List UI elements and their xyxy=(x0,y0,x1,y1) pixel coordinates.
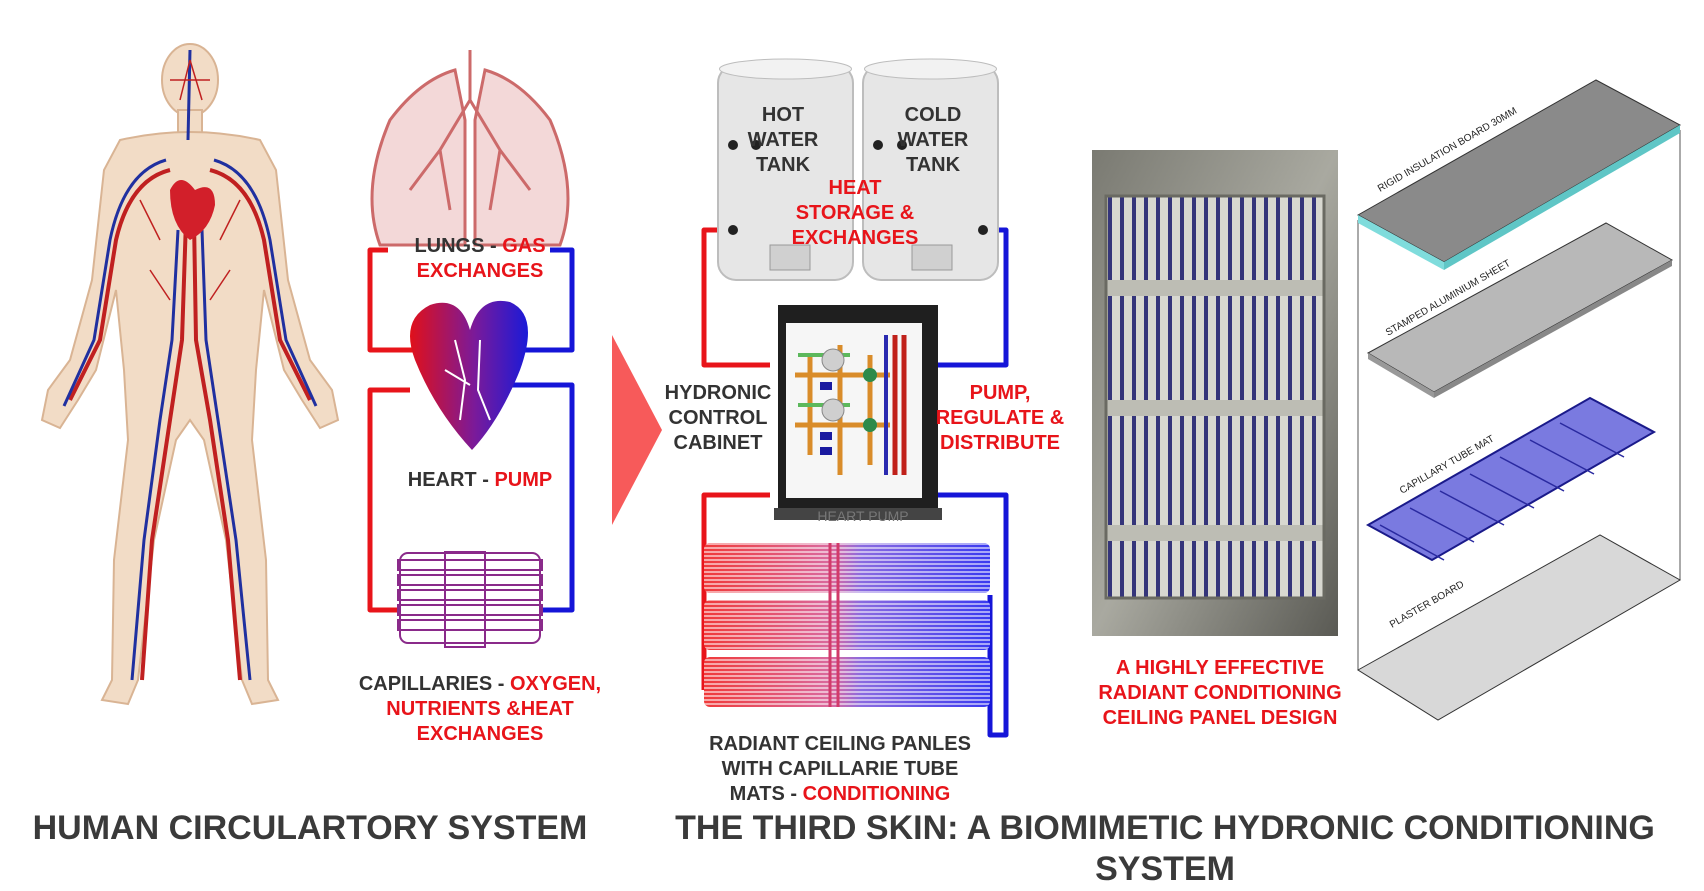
pump-line1: PUMP, xyxy=(969,382,1031,404)
transition-arrow xyxy=(612,335,662,525)
human-body-illustration xyxy=(40,43,340,706)
capillaries-label-prefix: CAPILLARIES - xyxy=(358,673,510,695)
human-system-title: HUMAN CIRCULARTORY SYSTEM xyxy=(32,809,588,847)
panel-caption-line3: CEILING PANEL DESIGN xyxy=(1102,707,1338,729)
heart-label-red: PUMP xyxy=(494,469,553,491)
panels-line2: WITH CAPILLARIE TUBE xyxy=(721,758,959,780)
heat-storage-line1: HEAT xyxy=(828,177,882,199)
cabinet-line1: HYDRONIC xyxy=(664,382,772,404)
hot-tank-line1: HOT xyxy=(761,104,805,126)
capillary-mat-layer xyxy=(1365,396,1657,562)
cabinet-label: HYDRONIC CONTROL CABINET xyxy=(658,381,778,456)
human-circulation-diagram xyxy=(367,50,575,648)
capillaries-label-red1: OXYGEN, xyxy=(509,673,602,695)
capillaries-label-red3: EXCHANGES xyxy=(416,723,544,745)
pump-label: PUMP, REGULATE & DISTRIBUTE xyxy=(930,381,1070,456)
capillary-panels xyxy=(704,543,990,707)
hot-tank-line2: WATER xyxy=(747,129,819,151)
hydronic-system-diagram xyxy=(701,58,1009,738)
panels-label: RADIANT CEILING PANLES WITH CAPILLARIE T… xyxy=(680,732,1000,807)
panel-caption-line2: RADIANT CONDITIONING xyxy=(1098,682,1342,704)
panels-line1: RADIANT CEILING PANLES xyxy=(709,733,971,755)
heart-label-prefix: HEART - xyxy=(407,469,495,491)
panel-caption-line1: A HIGHLY EFFECTIVE xyxy=(1115,657,1325,679)
aluminium-layer xyxy=(1366,222,1674,398)
lungs-label-prefix: LUNGS - xyxy=(414,235,503,257)
cold-tank-line2: WATER xyxy=(897,129,969,151)
lungs-label: LUNGS - GAS EXCHANGES xyxy=(380,234,580,284)
panels-line3-prefix: MATS - xyxy=(729,783,803,805)
heart-label: HEART - PUMP xyxy=(370,468,590,493)
cold-tank-label: COLD WATER TANK xyxy=(878,103,988,178)
insulation-layer xyxy=(1356,79,1682,270)
heat-storage-line3: EXCHANGES xyxy=(791,227,919,249)
cabinet-line3: CABINET xyxy=(673,432,763,454)
panels-line3-red: CONDITIONING xyxy=(802,783,951,805)
pump-line2: REGULATE & xyxy=(935,407,1065,429)
lungs-label-red2: EXCHANGES xyxy=(416,260,544,282)
cold-tank-line3: TANK xyxy=(905,154,961,176)
hot-tank-line3: TANK xyxy=(755,154,811,176)
lungs-label-red1: GAS xyxy=(502,235,546,257)
panel-photo-caption: A HIGHLY EFFECTIVE RADIANT CONDITIONING … xyxy=(1070,656,1370,731)
pump-line3: DISTRIBUTE xyxy=(940,432,1060,454)
heat-storage-label: HEAT STORAGE & EXCHANGES xyxy=(760,176,950,251)
capillaries-label-red2: NUTRIENTS &HEAT xyxy=(386,698,574,720)
hydronic-system-title: THE THIRD SKIN: A BIOMIMETIC HYDRONIC CO… xyxy=(660,808,1670,890)
hydronic-title-line1: THE THIRD SKIN: A BIOMIMETIC HYDRONIC CO… xyxy=(675,809,1655,847)
heat-storage-line2: STORAGE & xyxy=(795,202,915,224)
exploded-layer-diagram: RIGID INSULATION BOARD 30MM STAMPED ALUM… xyxy=(1356,79,1682,721)
hot-tank-label: HOT WATER TANK xyxy=(728,103,838,178)
cabinet-base-text: HEART PUMP xyxy=(817,508,909,524)
hydronic-title-line2: SYSTEM xyxy=(1095,850,1235,888)
capillaries-label: CAPILLARIES - OXYGEN, NUTRIENTS &HEAT EX… xyxy=(340,672,620,747)
cabinet-line2: CONTROL xyxy=(668,407,768,429)
plaster-layer xyxy=(1357,534,1682,721)
cold-tank-line1: COLD xyxy=(904,104,962,126)
ceiling-panel-photo xyxy=(1092,150,1338,636)
